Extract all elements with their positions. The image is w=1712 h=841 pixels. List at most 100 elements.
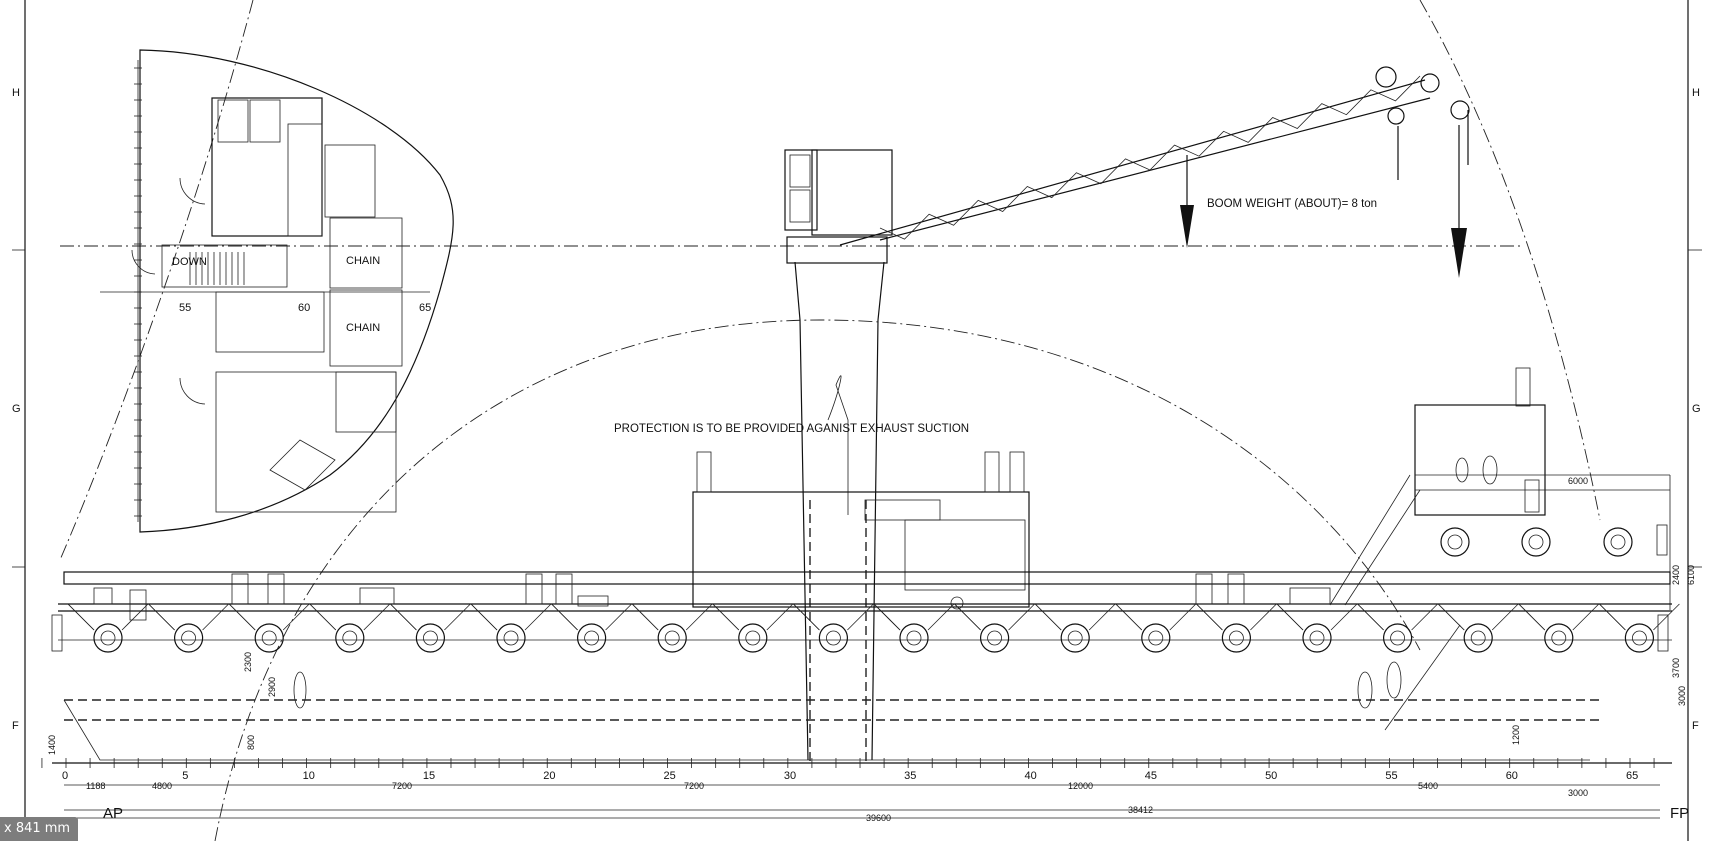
- dim-3000-horizontal: 3000: [1568, 788, 1588, 798]
- fender-chain: [363, 603, 391, 631]
- dim-39600: 39600: [866, 813, 891, 823]
- tyre-fender: [818, 623, 849, 653]
- row-label-f-right: F: [1692, 720, 1699, 732]
- tyre-fender: [335, 623, 365, 653]
- cabin-plan-view: DOWN CHAIN CHAIN 55 60 65: [100, 49, 454, 533]
- frame-number: 30: [784, 770, 796, 782]
- tyre-fender-hub: [1632, 630, 1647, 646]
- tyre-fender: [174, 623, 204, 653]
- tyre-fender-hub: [664, 630, 680, 646]
- tyre-fender-hub: [1470, 630, 1486, 646]
- fender-chain: [1437, 603, 1465, 631]
- frame-number: 60: [1506, 770, 1518, 782]
- tyre-fender: [1302, 623, 1332, 653]
- fender-chain: [121, 603, 149, 631]
- tyre-fender: [1463, 623, 1493, 653]
- plan-label-down: DOWN: [172, 256, 207, 268]
- fender-chain: [873, 603, 901, 631]
- fender-chain: [1599, 603, 1626, 631]
- frame-ticks: [41, 758, 1655, 768]
- dim-1200: 1200: [1511, 725, 1521, 745]
- fender-chain: [1572, 603, 1600, 631]
- tyre-fender-hub: [503, 630, 519, 646]
- dim-3000-vertical: 3000: [1677, 686, 1687, 706]
- fender-chain: [954, 603, 981, 631]
- fender-chain: [927, 603, 955, 631]
- fender-chain: [712, 603, 740, 631]
- tyre-fender: [1141, 623, 1171, 653]
- dim-800: 800: [246, 735, 256, 750]
- frame-number: 0: [62, 770, 68, 782]
- engine-room-house: PROTECTION IS TO BE PROVIDED AGANIST EXH…: [614, 423, 1030, 610]
- frame-number: 10: [303, 770, 315, 782]
- fender-chain: [1518, 603, 1546, 631]
- fender-chain: [1653, 603, 1680, 631]
- frame-number: 35: [904, 770, 916, 782]
- tyre-fender: [1382, 623, 1413, 653]
- fender-chain: [1088, 603, 1116, 631]
- bollard: [555, 573, 573, 605]
- tyre-fender-hub: [342, 630, 358, 646]
- aft-perpendicular-label: AP: [103, 805, 123, 822]
- deck-equipment: [93, 573, 1331, 621]
- bollard: [129, 589, 147, 621]
- fender-chain: [67, 603, 95, 631]
- tyre-fender: [899, 623, 929, 653]
- slewing-radius-arcs: [59, 0, 1601, 841]
- tyre-fender: [738, 623, 768, 653]
- drawing-frame: [12, 0, 1702, 841]
- plan-frame-65: 65: [419, 302, 431, 314]
- frame-number: 45: [1145, 770, 1157, 782]
- tyre-fender: [93, 623, 123, 653]
- plan-frame-ticks: [134, 67, 142, 517]
- fender-chain: [766, 603, 794, 631]
- dim-4800: 4800: [152, 781, 172, 791]
- tyre-fender: [576, 623, 607, 653]
- image-size-tag: x 841 mm: [0, 817, 79, 841]
- tyre-fender-hub: [826, 630, 841, 646]
- fender-chain: [1196, 603, 1223, 631]
- deck-fitting: [359, 587, 395, 605]
- fender-chain: [1330, 603, 1358, 631]
- hull: [51, 524, 1680, 761]
- row-labels: H G F H G F: [12, 87, 1701, 732]
- tyre-fender-hub: [745, 630, 761, 646]
- plan-label-chain-lower: CHAIN: [346, 322, 380, 334]
- tyre-fender-hub: [261, 630, 277, 646]
- dim-7200-a: 7200: [392, 781, 412, 791]
- fender-chain: [1034, 603, 1062, 631]
- dim-1188: 1188: [86, 781, 105, 791]
- upper-fenders: [1440, 527, 1633, 557]
- fender-chain: [685, 603, 713, 631]
- tyre-fender-hub: [1309, 630, 1325, 646]
- bollard: [1195, 573, 1213, 605]
- tyre-fender-hub: [1148, 630, 1164, 646]
- tyre-fender: [415, 623, 445, 653]
- fender-chain: [1250, 603, 1277, 631]
- fender-chain: [551, 603, 578, 631]
- frame-number: 25: [664, 770, 676, 782]
- tyre-fender: [1521, 527, 1551, 557]
- row-label-g-left: G: [12, 403, 21, 415]
- tyre-fender: [1544, 623, 1574, 653]
- bollard: [231, 573, 249, 605]
- forward-superstructure: [293, 367, 1671, 731]
- tyre-fender: [254, 623, 284, 653]
- row-label-h-left: H: [12, 87, 20, 99]
- plan-label-chain-upper: CHAIN: [346, 255, 380, 267]
- frame-number: 5: [182, 770, 188, 782]
- frame-number: 20: [543, 770, 555, 782]
- dim-6000: 6000: [1568, 476, 1588, 486]
- tyre-fender-hub: [1229, 630, 1244, 646]
- fender-chain: [1411, 603, 1438, 631]
- fender-chain: [202, 603, 229, 631]
- fender-chain: [444, 603, 471, 631]
- fender-chain: [524, 603, 552, 631]
- dim-2400: 2400: [1671, 565, 1681, 585]
- tyre-fender: [1624, 623, 1655, 653]
- fender-chain: [282, 603, 310, 631]
- tyre-fender-hub: [100, 630, 116, 646]
- tyre-fender-hub: [1610, 534, 1626, 550]
- crane: BOOM WEIGHT (ABOUT)= 8 ton: [784, 66, 1470, 765]
- plan-frame-60: 60: [298, 302, 310, 314]
